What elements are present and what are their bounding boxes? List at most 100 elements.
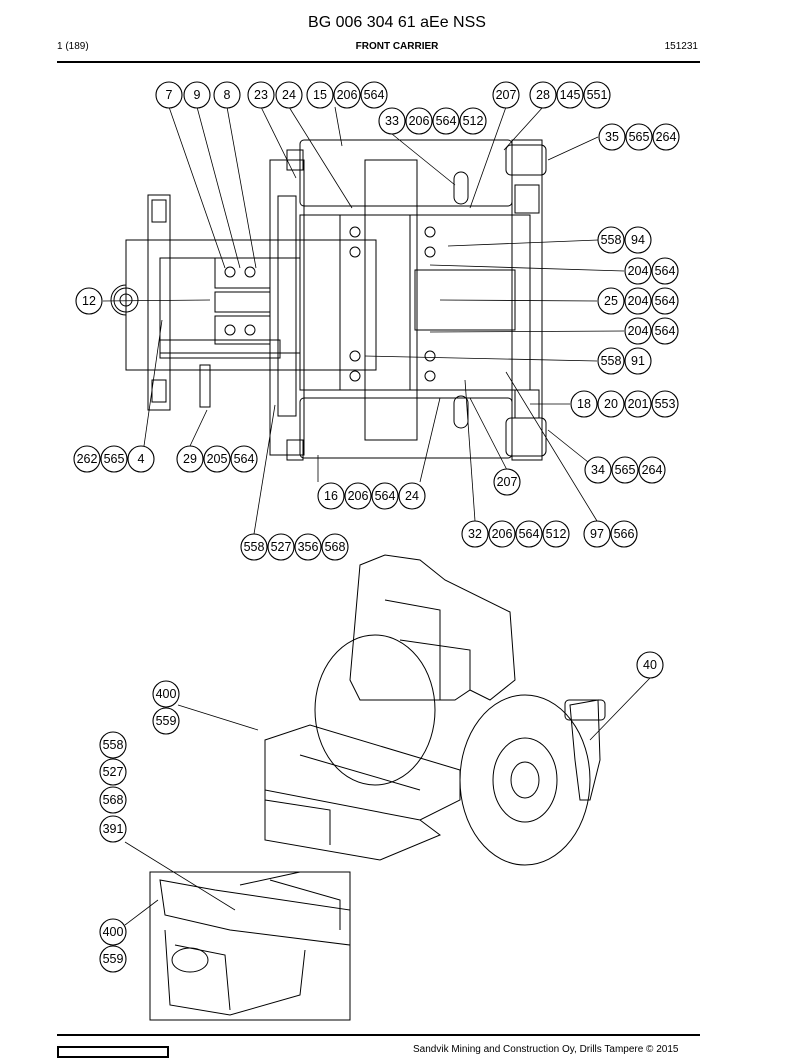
callout-bubble: 551: [583, 81, 611, 109]
callout-bubble: 564: [371, 482, 399, 510]
callout-number: 558: [601, 354, 622, 368]
callout-number: 564: [655, 264, 676, 278]
callout-number: 201: [628, 397, 649, 411]
callout-bubble: 206: [344, 482, 372, 510]
callout-bubble: 512: [542, 520, 570, 548]
callout-bubble: 204: [624, 317, 652, 345]
callout-bubble: 568: [321, 533, 349, 561]
callout-number: 264: [656, 130, 677, 144]
callout-number: 553: [655, 397, 676, 411]
callout-number: 566: [614, 527, 635, 541]
callout-number: 558: [601, 233, 622, 247]
callout-number: 558: [103, 738, 124, 752]
callout-number: 8: [224, 88, 231, 102]
callout-number: 568: [325, 540, 346, 554]
callout-number: 33: [385, 114, 399, 128]
callout-bubble: 566: [610, 520, 638, 548]
callout-number: 206: [409, 114, 430, 128]
callout-number: 564: [519, 527, 540, 541]
callout-number: 12: [82, 294, 96, 308]
callout-bubble: 568: [99, 786, 127, 814]
callout-number: 400: [156, 687, 177, 701]
top-view-drawing: [110, 139, 547, 461]
callout-number: 564: [364, 88, 385, 102]
callout-number: 262: [77, 452, 98, 466]
callout-group: 207: [493, 468, 521, 496]
callout-number: 25: [604, 294, 618, 308]
callout-group: 8: [213, 81, 241, 109]
callout-group: 568: [99, 786, 127, 814]
document-code: 151231: [664, 41, 698, 52]
isometric-drawing: [264, 554, 606, 866]
callout-bubble: 564: [651, 287, 679, 315]
callout-number: 565: [615, 463, 636, 477]
callout-bubble: 24: [275, 81, 303, 109]
callout-number: 145: [560, 88, 581, 102]
callout-bubble: 264: [638, 456, 666, 484]
callout-number: 34: [591, 463, 605, 477]
callout-number: 4: [138, 452, 145, 466]
callout-number: 35: [605, 130, 619, 144]
callout-bubble: 24: [398, 482, 426, 510]
callout-bubble: 29: [176, 445, 204, 473]
callout-bubble: 204: [624, 287, 652, 315]
callout-bubble: 564: [651, 317, 679, 345]
callout-number: 564: [234, 452, 255, 466]
document-title: BG 006 304 61 aEe NSS: [308, 14, 486, 31]
callout-bubble: 207: [492, 81, 520, 109]
callout-bubble: 262: [73, 445, 101, 473]
callout-group: 262 565 4: [73, 445, 155, 473]
callout-bubble: 400: [152, 680, 180, 708]
callout-number: 564: [655, 324, 676, 338]
callout-number: 551: [587, 88, 608, 102]
callout-bubble: 558: [99, 731, 127, 759]
callout-bubble: 558: [240, 533, 268, 561]
callout-bubble: 559: [99, 945, 127, 973]
callout-number: 16: [324, 489, 338, 503]
callout-number: 558: [244, 540, 265, 554]
callout-number: 206: [348, 489, 369, 503]
callout-bubble: 558: [597, 347, 625, 375]
callout-bubble: 564: [230, 445, 258, 473]
callout-bubble: 8: [213, 81, 241, 109]
callout-number: 356: [298, 540, 319, 554]
callout-bubble: 18: [570, 390, 598, 418]
callout-number: 28: [536, 88, 550, 102]
callout-number: 97: [590, 527, 604, 541]
leader-lines: [102, 106, 651, 926]
callout-number: 204: [628, 324, 649, 338]
callout-bubble: 206: [333, 81, 361, 109]
callout-bubble: 206: [405, 107, 433, 135]
callout-bubble: 206: [488, 520, 516, 548]
callout-number: 565: [104, 452, 125, 466]
callout-bubble: 559: [152, 707, 180, 735]
callout-bubble: 15: [306, 81, 334, 109]
callout-number: 23: [254, 88, 268, 102]
callout-bubble: 512: [459, 107, 487, 135]
callout-bubble: 145: [556, 81, 584, 109]
page-reference: 1 (189): [57, 41, 89, 52]
callout-bubble: 400: [99, 918, 127, 946]
callout-group: 558: [99, 731, 127, 759]
callout-group: 12: [75, 287, 103, 315]
callout-bubble: 565: [625, 123, 653, 151]
callout-number: 565: [629, 130, 650, 144]
callout-group: 559: [152, 707, 180, 735]
callout-number: 400: [103, 925, 124, 939]
callout-group: 28 145 551: [529, 81, 611, 109]
callout-number: 527: [103, 765, 124, 779]
callout-bubble: 16: [317, 482, 345, 510]
callout-number: 568: [103, 793, 124, 807]
header-rule: [57, 61, 700, 63]
detail-inset-drawing: [149, 871, 351, 1021]
callout-number: 15: [313, 88, 327, 102]
